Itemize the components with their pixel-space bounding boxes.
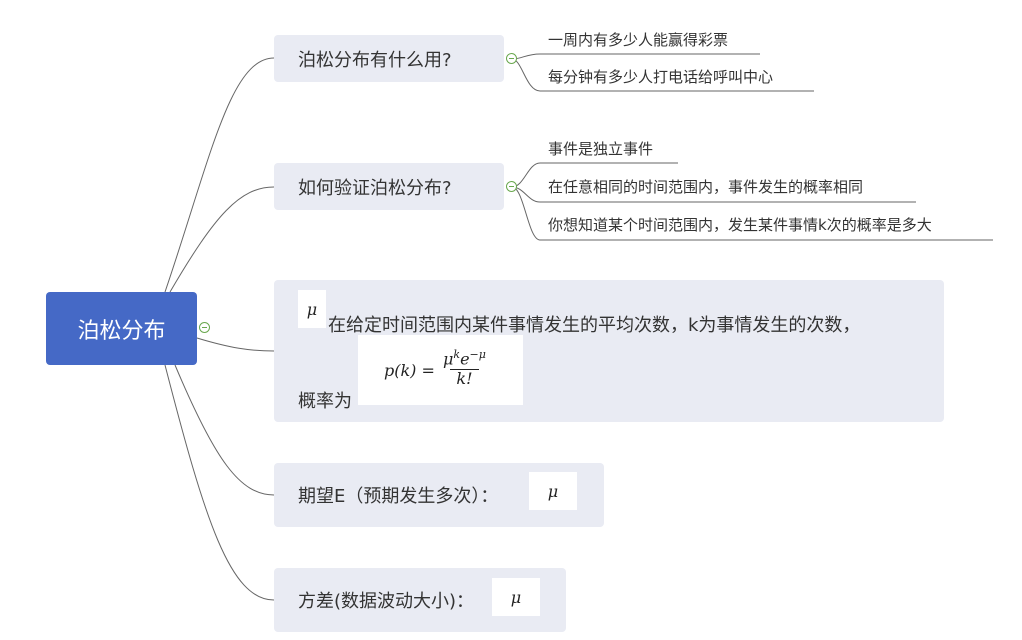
topic-verify-label: 如何验证泊松分布? <box>298 177 452 199</box>
connector-root-variance <box>164 364 275 601</box>
usage-collapse-icon[interactable] <box>506 53 517 64</box>
expectation-mu-symbol: μ <box>547 481 559 501</box>
subtopic-verify-1[interactable]: 事件是独立事件 <box>548 140 654 158</box>
topic-variance-label: 方差(数据波动大小)： <box>298 591 475 612</box>
mu-symbol: μ <box>306 299 318 319</box>
variance-mu-image: μ <box>492 578 540 616</box>
variance-mu-symbol: μ <box>510 587 522 607</box>
topic-expectation[interactable]: 期望E（预期发生多次）： μ <box>274 463 604 527</box>
root-topic-label: 泊松分布 <box>77 318 166 344</box>
definition-text-line2: 概率为 <box>298 391 352 412</box>
root-collapse-icon[interactable] <box>199 322 210 333</box>
topic-usage-label: 泊松分布有什么用? <box>298 49 452 71</box>
topic-variance[interactable]: 方差(数据波动大小)： μ <box>274 568 566 632</box>
connector-root-expectation <box>174 364 275 496</box>
subtopic-usage-2[interactable]: 每分钟有多少人打电话给呼叫中心 <box>548 68 774 86</box>
subtopic-usage-1[interactable]: 一周内有多少人能赢得彩票 <box>548 31 729 49</box>
subtopic-verify-2[interactable]: 在任意相同的时间范围内，事件发生的概率相同 <box>548 178 864 196</box>
definition-text-line1: 在给定时间范围内某件事情发生的平均次数，k为事情发生的次数， <box>328 315 861 336</box>
expectation-mu-image: μ <box>529 472 577 510</box>
formula-fraction: μke−μ k! <box>440 345 489 388</box>
topic-verify[interactable]: 如何验证泊松分布? <box>274 163 504 210</box>
mu-formula-image: μ <box>298 290 326 328</box>
connector-root-definition <box>196 337 275 352</box>
formula-lhs: p(k) = <box>384 361 435 380</box>
subtopic-verify-3[interactable]: 你想知道某个时间范围内，发生某件事情k次的概率是多大 <box>548 216 932 234</box>
topic-expectation-label: 期望E（预期发生多次）： <box>298 486 499 507</box>
connector-root-usage <box>164 57 275 293</box>
topic-definition[interactable]: μ 在给定时间范围内某件事情发生的平均次数，k为事情发生的次数， 概率为 p(k… <box>274 280 944 422</box>
verify-collapse-icon[interactable] <box>506 181 517 192</box>
connector-root-verify <box>169 186 275 293</box>
connector-usage-1 <box>511 53 760 60</box>
formula-numerator: μke−μ <box>443 348 486 369</box>
poisson-formula-image: p(k) = μke−μ k! <box>358 335 523 405</box>
topic-usage[interactable]: 泊松分布有什么用? <box>274 35 504 82</box>
formula-denominator: k! <box>450 369 479 388</box>
root-topic[interactable]: 泊松分布 <box>46 292 197 365</box>
